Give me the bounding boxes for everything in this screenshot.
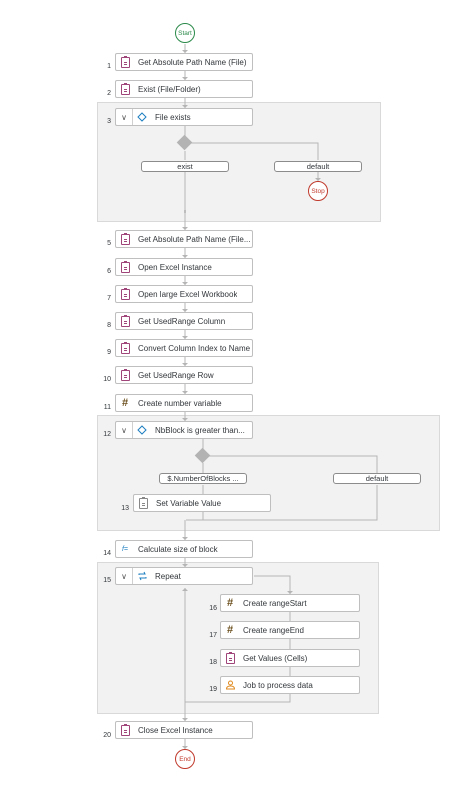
end-node[interactable]: End — [175, 749, 195, 769]
hash-icon: # — [226, 624, 234, 636]
diamond-icon — [133, 109, 151, 125]
step-open-excel-instance[interactable]: Open Excel Instance — [115, 258, 253, 276]
clipboard-icon — [116, 81, 134, 97]
step-label: File exists — [155, 112, 191, 122]
step-number: 11 — [103, 404, 111, 411]
step-number: 10 — [103, 376, 111, 383]
step-number: 2 — [107, 90, 111, 97]
step-number: 5 — [107, 240, 111, 247]
step-number: 19 — [209, 686, 217, 693]
step-label: Set Variable Value — [156, 498, 222, 508]
step-close-excel-instance[interactable]: Close Excel Instance — [115, 721, 253, 739]
clipboard-icon — [116, 54, 134, 70]
step-create-rangeend[interactable]: # Create rangeEnd — [220, 621, 360, 639]
chevron-down-icon[interactable]: ∨ — [116, 568, 133, 584]
end-label: End — [179, 755, 191, 763]
step-number: 13 — [121, 505, 129, 512]
step-number: 17 — [209, 632, 217, 639]
function-icon: f= — [121, 545, 129, 553]
clipboard-icon — [116, 259, 134, 275]
step-get-absolute-path-name-2[interactable]: Get Absolute Path Name (File... — [115, 230, 253, 248]
step-job-to-process-data[interactable]: Job to process data — [220, 676, 360, 694]
branch-default[interactable]: default — [333, 473, 421, 484]
step-exist-file-folder[interactable]: Exist (File/Folder) — [115, 80, 253, 98]
clipboard-icon — [116, 231, 134, 247]
people-icon — [221, 677, 239, 693]
clipboard-icon — [116, 313, 134, 329]
step-create-rangestart[interactable]: # Create rangeStart — [220, 594, 360, 612]
step-label: Job to process data — [243, 680, 313, 690]
clipboard-icon — [134, 495, 152, 511]
step-open-large-excel-workbook[interactable]: Open large Excel Workbook — [115, 285, 253, 303]
step-file-exists-condition[interactable]: ∨ File exists — [115, 108, 253, 126]
step-create-number-variable[interactable]: # Create number variable — [115, 394, 253, 412]
step-label: Create rangeStart — [243, 598, 307, 608]
step-get-usedrange-column[interactable]: Get UsedRange Column — [115, 312, 253, 330]
step-number: 20 — [103, 732, 111, 739]
stop-label: Stop — [311, 187, 325, 195]
step-label: Open large Excel Workbook — [138, 289, 238, 299]
step-get-usedrange-row[interactable]: Get UsedRange Row — [115, 366, 253, 384]
clipboard-icon — [116, 340, 134, 356]
branch-exist[interactable]: exist — [141, 161, 229, 172]
step-number: 18 — [209, 659, 217, 666]
clipboard-icon — [221, 650, 239, 666]
branch-default[interactable]: default — [274, 161, 362, 172]
hash-icon: # — [226, 597, 234, 609]
hash-icon: # — [121, 397, 129, 409]
step-number: 14 — [103, 550, 111, 557]
step-set-variable-value[interactable]: Set Variable Value — [133, 494, 271, 512]
chevron-down-icon[interactable]: ∨ — [116, 422, 133, 438]
clipboard-icon — [116, 286, 134, 302]
step-convert-column-index[interactable]: Convert Column Index to Name — [115, 339, 253, 357]
clipboard-icon — [116, 367, 134, 383]
step-label: Create number variable — [138, 398, 222, 408]
step-label: Calculate size of block — [138, 544, 218, 554]
step-label: NbBlock is greater than... — [155, 425, 245, 435]
loop-icon — [133, 568, 151, 584]
start-node[interactable]: Start — [175, 23, 195, 43]
step-number: 9 — [107, 349, 111, 356]
step-label: Get UsedRange Row — [138, 370, 214, 380]
step-number: 16 — [209, 605, 217, 612]
branch-number-of-blocks[interactable]: $.NumberOfBlocks ... — [159, 473, 247, 484]
step-label: Get Absolute Path Name (File... — [138, 234, 251, 244]
step-number: 1 — [107, 63, 111, 70]
step-label: Open Excel Instance — [138, 262, 212, 272]
step-calculate-size-of-block[interactable]: f= Calculate size of block — [115, 540, 253, 558]
start-label: Start — [178, 29, 192, 37]
step-number: 12 — [103, 431, 111, 438]
step-nbblock-condition[interactable]: ∨ NbBlock is greater than... — [115, 421, 253, 439]
step-label: Close Excel Instance — [138, 725, 213, 735]
stop-node[interactable]: Stop — [308, 181, 328, 201]
step-label: Create rangeEnd — [243, 625, 304, 635]
step-label: Convert Column Index to Name — [138, 343, 251, 353]
step-number: 3 — [107, 118, 111, 125]
step-label: Get UsedRange Column — [138, 316, 226, 326]
step-get-absolute-path-name[interactable]: Get Absolute Path Name (File) — [115, 53, 253, 71]
step-label: Get Absolute Path Name (File) — [138, 57, 247, 67]
clipboard-icon — [116, 722, 134, 738]
step-label: Get Values (Cells) — [243, 653, 308, 663]
step-label: Repeat — [155, 571, 181, 581]
step-number: 8 — [107, 322, 111, 329]
diamond-icon — [133, 422, 151, 438]
step-label: Exist (File/Folder) — [138, 84, 201, 94]
step-number: 6 — [107, 268, 111, 275]
step-number: 15 — [103, 577, 111, 584]
step-repeat-loop[interactable]: ∨ Repeat — [115, 567, 253, 585]
chevron-down-icon[interactable]: ∨ — [116, 109, 133, 125]
step-get-values-cells[interactable]: Get Values (Cells) — [220, 649, 360, 667]
step-number: 7 — [107, 295, 111, 302]
